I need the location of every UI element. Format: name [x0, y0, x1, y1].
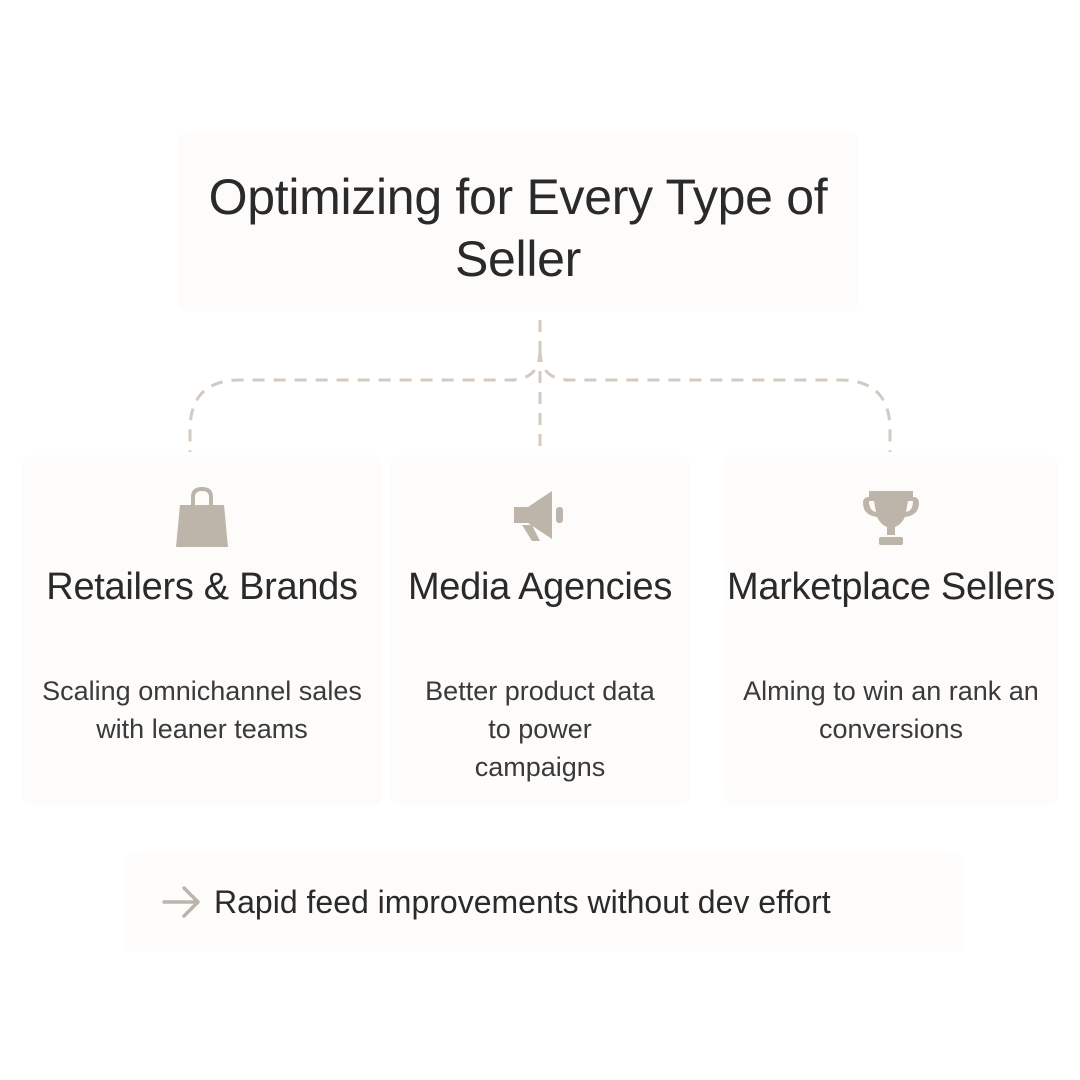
- seller-card-agencies: Media Agencies Better product data to po…: [390, 455, 690, 805]
- diagram-title: Optimizing for Every Type of Seller: [208, 169, 828, 287]
- seller-card-marketplace: Marketplace Sellers Alming to win an ran…: [724, 455, 1058, 805]
- connector-branch-left: [188, 349, 542, 452]
- card-description: Scaling omnichannel sales with leaner te…: [42, 676, 362, 744]
- connector-branch-right: [538, 349, 892, 452]
- card-description: Alming to win an rank an conversions: [743, 676, 1039, 744]
- arrow-right-icon: [162, 886, 200, 918]
- footer-text: Rapid feed improvements without dev effo…: [214, 884, 831, 920]
- shopping-bag-icon: [176, 486, 228, 547]
- card-title: Marketplace Sellers: [727, 566, 1055, 608]
- card-title: Media Agencies: [407, 566, 673, 608]
- title-panel: [178, 132, 858, 312]
- card-description: Better product data to power campaigns: [425, 676, 655, 782]
- trophy-icon: [863, 491, 919, 545]
- card-title: Retailers & Brands: [46, 566, 358, 608]
- megaphone-icon: [514, 491, 563, 541]
- footer-panel: [124, 852, 964, 952]
- seller-card-retailers: Retailers & Brands Scaling omnichannel s…: [22, 455, 382, 805]
